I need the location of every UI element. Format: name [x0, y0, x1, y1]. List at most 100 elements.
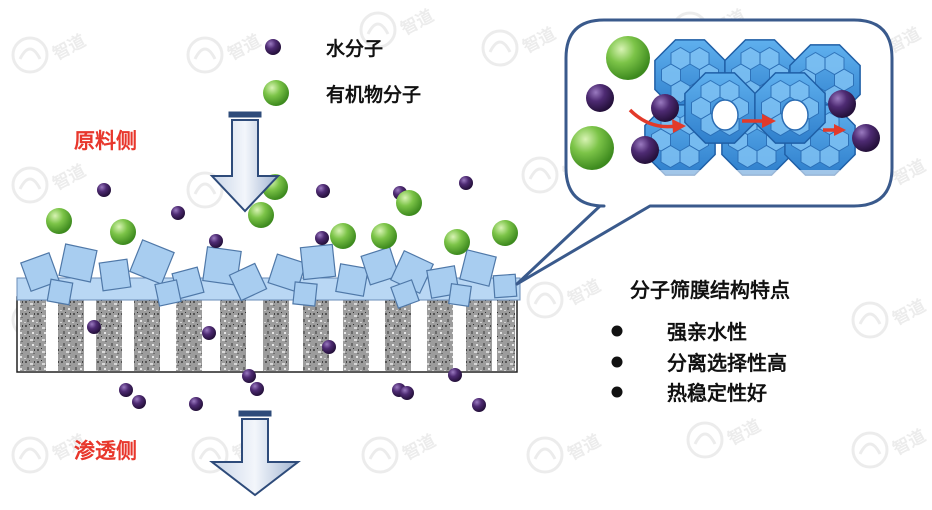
- water-molecule: [631, 136, 659, 164]
- water-molecule: [87, 320, 101, 334]
- organic-molecule: [492, 220, 518, 246]
- support-pillar: [20, 298, 46, 371]
- zeolite-crystal: [299, 243, 337, 281]
- support-pillar: [466, 298, 492, 371]
- zeolite-pore: [781, 99, 809, 131]
- organic-molecule: [444, 229, 470, 255]
- zeolite-crystal: [292, 281, 318, 307]
- watermark-logo: 智道: [186, 30, 264, 74]
- watermark-logo: 智道: [526, 275, 604, 319]
- zeolite-crystal: [154, 279, 182, 307]
- svg-text:智道: 智道: [49, 160, 89, 195]
- water-molecule: [209, 234, 223, 248]
- water-molecule: [448, 368, 462, 382]
- zeolite-crystal: [390, 279, 420, 309]
- svg-text:智道: 智道: [49, 30, 89, 65]
- feed-side-label: 原料侧: [74, 129, 137, 153]
- support-pillar: [134, 298, 160, 371]
- watermark-logo: 智道: [686, 415, 764, 459]
- svg-text:智道: 智道: [397, 5, 437, 40]
- zeolite-callout: [515, 18, 894, 286]
- svg-text:智道: 智道: [519, 23, 559, 58]
- zeolite-crystal: [228, 262, 268, 302]
- support-pillar: [343, 298, 369, 371]
- zeolite-crystal-layer: [16, 239, 521, 309]
- zeolite-crystal: [459, 249, 497, 287]
- svg-text:智道: 智道: [889, 155, 929, 190]
- support-pillar: [385, 298, 411, 371]
- support-pillar: [427, 298, 453, 371]
- zeolite-crystal: [492, 273, 518, 299]
- organic-molecule: [606, 36, 650, 80]
- water-molecule: [189, 397, 203, 411]
- support-pillar: [58, 298, 84, 371]
- zeolite-crystal: [360, 246, 400, 286]
- zeolite-crystal: [448, 283, 472, 307]
- zeolite-framework: [644, 39, 861, 176]
- water-molecule: [322, 340, 336, 354]
- bullet-icon: [611, 356, 623, 368]
- support-pillar: [176, 298, 202, 371]
- water-molecule: [828, 90, 856, 118]
- legend-water-molecule: [265, 39, 281, 55]
- svg-text:智道: 智道: [724, 415, 764, 450]
- support-pillar: [497, 298, 515, 371]
- water-molecule: [119, 383, 133, 397]
- zeolite-crystal: [335, 263, 369, 297]
- support-pillar: [263, 298, 289, 371]
- zeolite-crystal: [129, 239, 175, 285]
- zeolite-crystal: [98, 258, 132, 292]
- water-molecule: [400, 386, 414, 400]
- watermark-logo: 智道: [851, 425, 929, 469]
- legend-organic-label: 有机物分子: [326, 83, 421, 106]
- organic-molecule: [110, 219, 136, 245]
- bullet-icon: [611, 325, 623, 337]
- zeolite-crystal: [58, 243, 98, 283]
- watermark-logo: 智道: [481, 23, 559, 67]
- transport-arrow-1: [628, 108, 677, 129]
- support-pillar: [220, 298, 246, 371]
- permeate-flow-arrow: [209, 410, 301, 497]
- transport-arrow-1-head: [672, 119, 686, 133]
- molecule-layer: [46, 174, 518, 412]
- water-molecule: [250, 382, 264, 396]
- legend-organic-molecule: [263, 80, 289, 106]
- zeolite-crystal: [20, 252, 60, 292]
- water-molecule: [132, 395, 146, 409]
- svg-text:智道: 智道: [224, 30, 264, 65]
- organic-molecule: [330, 223, 356, 249]
- water-molecule: [315, 231, 329, 245]
- zeolite-crystal: [46, 278, 74, 306]
- watermark-logo: 智道: [11, 160, 89, 204]
- svg-text:智道: 智道: [564, 430, 604, 465]
- watermark-logo: 智道: [526, 430, 604, 474]
- feature-item-1: 强亲水性: [667, 320, 747, 344]
- permeate-side-label: 渗透侧: [74, 439, 137, 463]
- organic-molecule: [396, 190, 422, 216]
- svg-text:智道: 智道: [889, 425, 929, 460]
- watermark-logo: 智道: [11, 30, 89, 74]
- water-molecule: [459, 176, 473, 190]
- water-molecule: [586, 84, 614, 112]
- support-pillar: [303, 298, 329, 371]
- watermark-logo: 智道: [361, 430, 439, 474]
- svg-text:智道: 智道: [564, 275, 604, 310]
- water-molecule: [171, 206, 185, 220]
- transport-arrow-2-head: [762, 114, 776, 128]
- bullet-icon: [611, 386, 623, 398]
- feature-item-2: 分离选择性高: [667, 351, 787, 375]
- water-molecule: [651, 94, 679, 122]
- features-title: 分子筛膜结构特点: [630, 278, 790, 302]
- water-molecule: [242, 369, 256, 383]
- organic-molecule: [46, 208, 72, 234]
- features-list: 强亲水性 分离选择性高 热稳定性好: [611, 320, 787, 405]
- zeolite-pore: [711, 99, 739, 131]
- legend-water-label: 水分子: [326, 38, 383, 60]
- water-molecule: [316, 184, 330, 198]
- water-molecule: [97, 183, 111, 197]
- water-molecule: [472, 398, 486, 412]
- organic-molecule: [570, 126, 614, 170]
- feature-item-3: 热稳定性好: [667, 381, 767, 405]
- svg-text:智道: 智道: [399, 430, 439, 465]
